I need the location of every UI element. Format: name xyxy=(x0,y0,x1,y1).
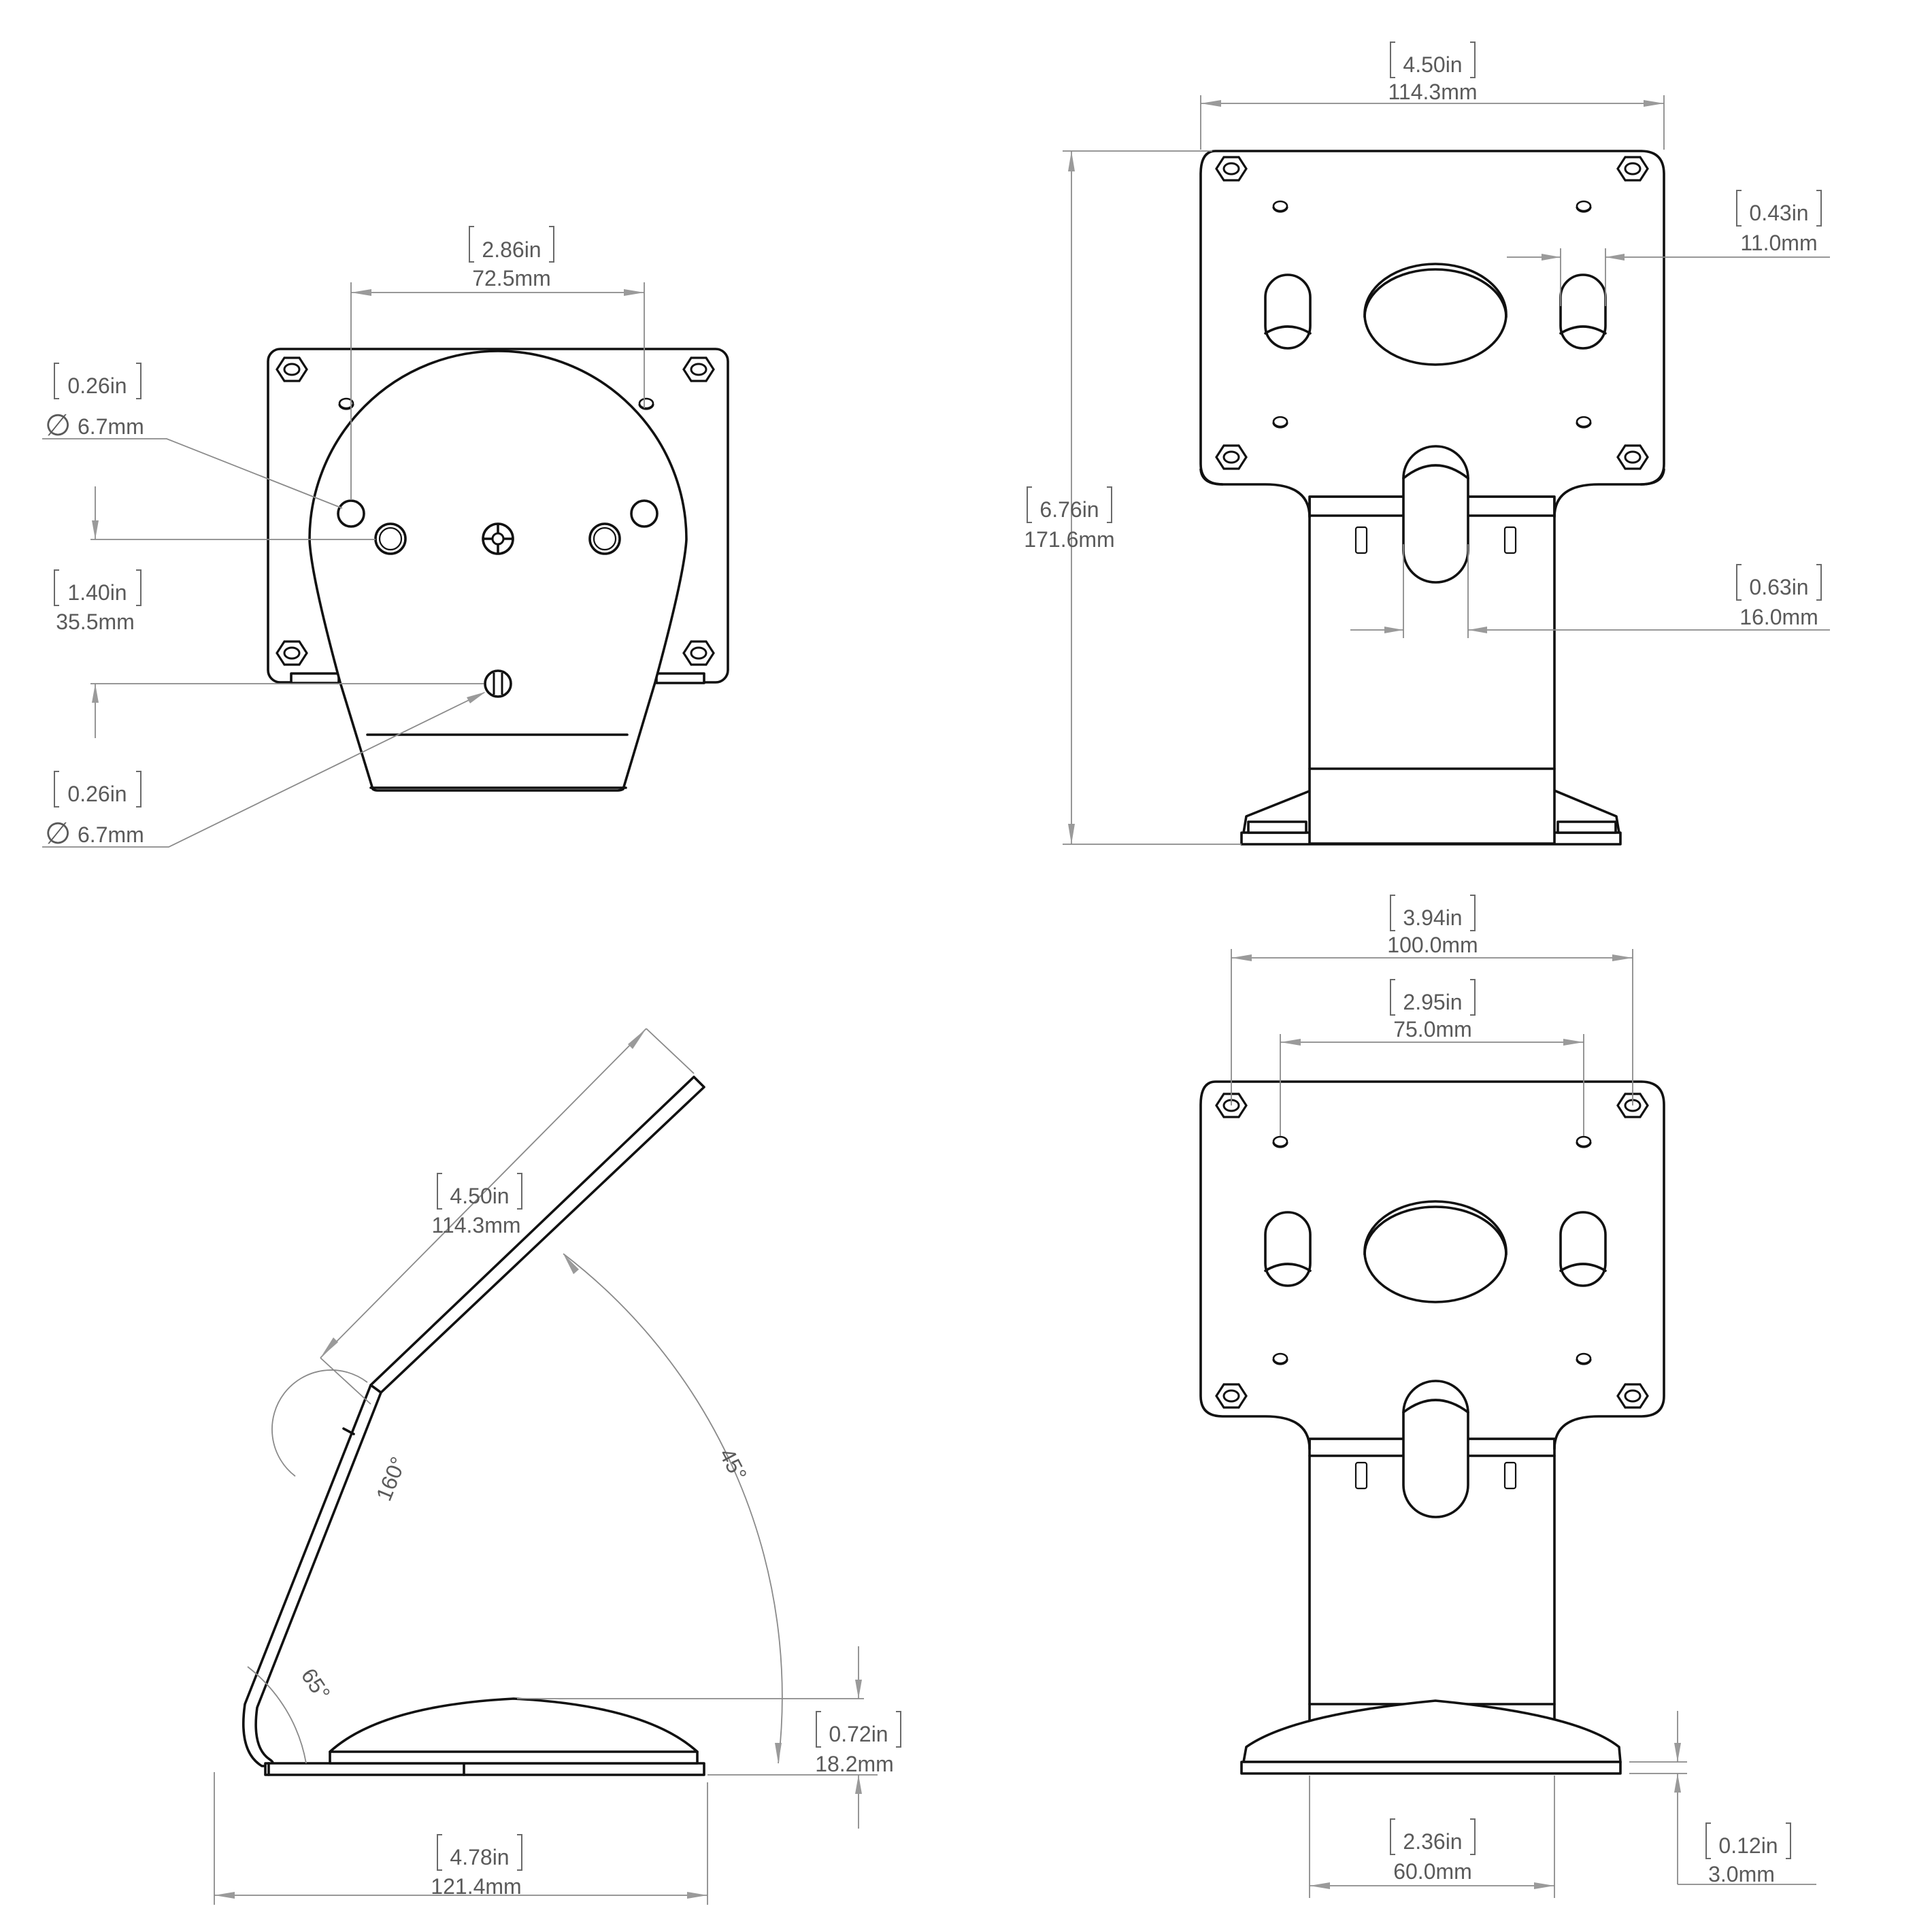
left-slot xyxy=(1264,273,1312,350)
vesa-view xyxy=(1199,949,1816,1898)
svg-text:114.3mm: 114.3mm xyxy=(431,1213,520,1237)
neck-slot xyxy=(1402,445,1469,584)
center-screw-icon xyxy=(482,522,514,555)
svg-text:75.0mm: 75.0mm xyxy=(1393,1017,1472,1042)
svg-text:0.63in: 0.63in xyxy=(1749,575,1808,599)
svg-text:0.26in: 0.26in xyxy=(67,782,127,806)
svg-text:0.12in: 0.12in xyxy=(1718,1833,1778,1858)
svg-text:0.43in: 0.43in xyxy=(1749,201,1808,225)
svg-text:4.50in: 4.50in xyxy=(1403,52,1462,77)
screw-icon xyxy=(1616,1383,1649,1409)
dimension-labels: 2.86in 72.5mm 0.26in ∅ 6.7mm 1.40in 35.5… xyxy=(45,41,1822,1899)
base-angle-label: 65° xyxy=(297,1664,335,1705)
svg-text:0.26in: 0.26in xyxy=(67,373,127,398)
back-disc-body xyxy=(308,350,688,792)
upper-hole-left xyxy=(337,499,365,528)
svg-text:60.0mm: 60.0mm xyxy=(1393,1859,1472,1884)
lower-screw-icon xyxy=(484,669,512,698)
vesa-base-dome xyxy=(1242,1699,1622,1763)
dim-in-label: 2.86in xyxy=(482,237,541,262)
svg-text:1.40in: 1.40in xyxy=(67,580,127,605)
svg-text:2.95in: 2.95in xyxy=(1403,990,1462,1014)
svg-text:6.76in: 6.76in xyxy=(1039,497,1099,522)
svg-text:3.94in: 3.94in xyxy=(1403,905,1462,930)
center-opening xyxy=(1363,263,1508,366)
diameter-icon: ∅ xyxy=(45,816,71,851)
upper-hole-right xyxy=(630,499,659,528)
side-arm xyxy=(242,1076,705,1767)
screw-icon xyxy=(682,640,715,666)
right-slot xyxy=(1559,273,1607,350)
svg-text:171.6mm: 171.6mm xyxy=(1024,527,1114,552)
back-view xyxy=(42,282,729,848)
svg-text:2.36in: 2.36in xyxy=(1403,1829,1462,1854)
svg-text:18.2mm: 18.2mm xyxy=(815,1752,894,1776)
screw-icon xyxy=(276,356,308,382)
side-base-dome xyxy=(329,1697,699,1765)
bend-angle-label: 160° xyxy=(371,1453,411,1504)
svg-text:35.5mm: 35.5mm xyxy=(56,610,135,634)
front-view xyxy=(1063,95,1830,846)
svg-text:0.72in: 0.72in xyxy=(829,1722,888,1746)
svg-text:11.0mm: 11.0mm xyxy=(1740,231,1817,255)
side-base-plate xyxy=(264,1762,705,1776)
screw-icon xyxy=(1215,1383,1248,1409)
svg-text:6.7mm: 6.7mm xyxy=(78,822,144,847)
tilt-angle-label: 45° xyxy=(714,1444,752,1485)
svg-text:121.4mm: 121.4mm xyxy=(431,1874,521,1899)
screw-icon xyxy=(1616,156,1649,182)
screw-icon xyxy=(1616,444,1649,470)
screw-icon xyxy=(682,356,715,382)
vesa-base-plate xyxy=(1240,1761,1622,1775)
diameter-icon: ∅ xyxy=(45,408,71,443)
screw-icon xyxy=(276,640,308,666)
svg-text:16.0mm: 16.0mm xyxy=(1739,605,1818,629)
svg-text:100.0mm: 100.0mm xyxy=(1387,933,1478,957)
svg-text:6.7mm: 6.7mm xyxy=(78,414,144,439)
dim-mm-label: 72.5mm xyxy=(472,266,551,290)
svg-text:4.78in: 4.78in xyxy=(450,1845,509,1869)
screw-icon xyxy=(1215,156,1248,182)
svg-text:3.0mm: 3.0mm xyxy=(1708,1862,1775,1886)
svg-text:114.3mm: 114.3mm xyxy=(1388,80,1477,104)
screw-icon xyxy=(1215,444,1248,470)
svg-text:4.50in: 4.50in xyxy=(450,1184,509,1208)
side-view xyxy=(214,1028,878,1905)
